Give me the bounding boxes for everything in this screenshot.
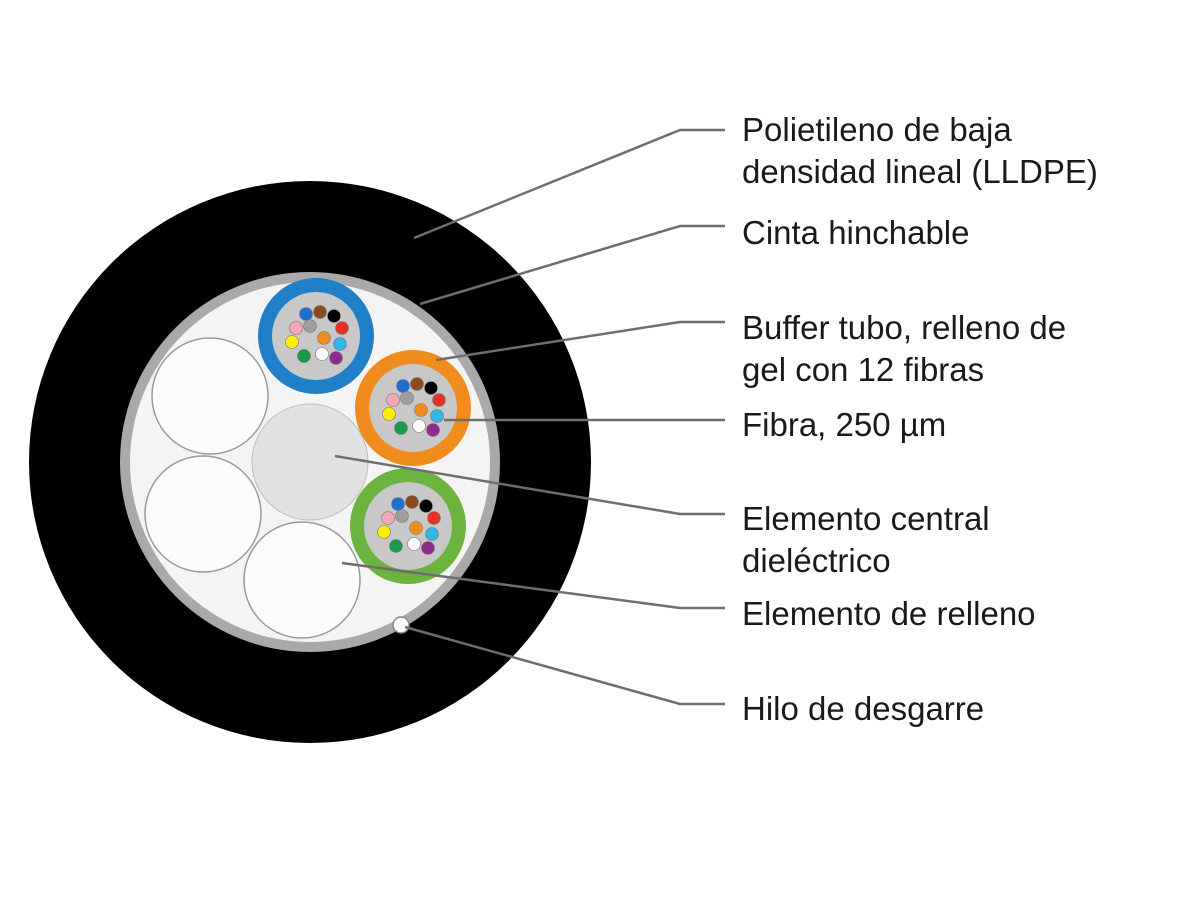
fiber: [421, 541, 435, 555]
fiber: [427, 511, 441, 525]
fiber: [335, 321, 349, 335]
fiber: [285, 335, 299, 349]
fiber: [299, 307, 313, 321]
label-fiber: Fibra, 250 µm: [742, 406, 946, 443]
fiber: [313, 305, 327, 319]
leader-line-lldpe: [413, 128, 725, 240]
fiber: [391, 497, 405, 511]
label-buffer-tube: Buffer tubo, relleno de gel con 12 fibra…: [742, 309, 1075, 388]
ripcord: [392, 616, 410, 634]
fiber: [333, 337, 347, 351]
fiber: [396, 379, 410, 393]
fiber: [382, 407, 396, 421]
fiber: [409, 521, 423, 535]
label-ripcord: Hilo de desgarre: [742, 690, 984, 727]
fiber: [419, 499, 433, 513]
fiber: [430, 409, 444, 423]
label-lldpe: Polietileno de baja densidad lineal (LLD…: [742, 111, 1098, 190]
leader-line-filler: [341, 561, 725, 610]
leader-line-buffer: [435, 320, 725, 362]
fiber: [395, 509, 409, 523]
fiber: [394, 421, 408, 435]
fiber: [412, 419, 426, 433]
fiber: [410, 377, 424, 391]
fiber: [425, 527, 439, 541]
fiber: [424, 381, 438, 395]
fiber: [289, 321, 303, 335]
label-swellable-tape: Cinta hinchable: [742, 214, 970, 251]
fiber: [317, 331, 331, 345]
fiber: [426, 423, 440, 437]
fiber: [329, 351, 343, 365]
filler-element-2: [144, 455, 262, 573]
leader-line-central: [334, 454, 725, 516]
buffer-tube-green: [350, 468, 466, 584]
fiber: [386, 393, 400, 407]
filler-element-3: [243, 521, 361, 639]
fiber: [407, 537, 421, 551]
label-central-member: Elemento central dieléctrico: [742, 500, 999, 579]
fiber: [303, 319, 317, 333]
fiber: [297, 349, 311, 363]
buffer-tube-orange: [355, 350, 471, 466]
fiber: [405, 495, 419, 509]
fiber: [389, 539, 403, 553]
leader-line-ripcord: [404, 625, 725, 706]
leader-line-tape: [419, 224, 725, 306]
fiber: [327, 309, 341, 323]
fiber: [381, 511, 395, 525]
fiber: [315, 347, 329, 361]
central-dielectric-member: [251, 403, 369, 521]
buffer-tube-blue: [258, 278, 374, 394]
label-filler-element: Elemento de relleno: [742, 595, 1036, 632]
fiber: [400, 391, 414, 405]
fiber: [432, 393, 446, 407]
fiber: [377, 525, 391, 539]
filler-element-1: [151, 337, 269, 455]
fiber: [414, 403, 428, 417]
